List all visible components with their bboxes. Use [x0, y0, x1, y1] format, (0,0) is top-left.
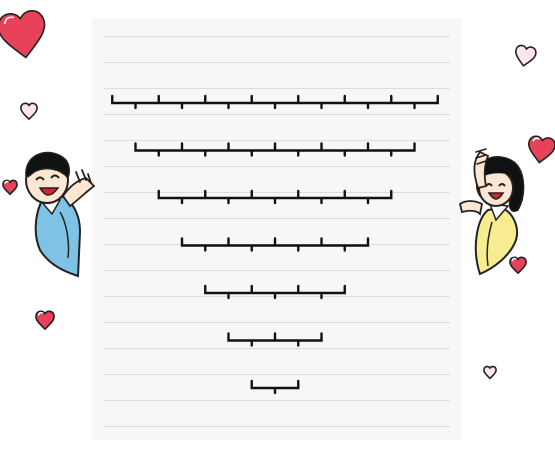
answer-row [157, 189, 393, 205]
heart-icon [2, 179, 18, 196]
heart-icon [527, 135, 555, 164]
ruled-line [104, 140, 450, 141]
boy-waving-icon [25, 151, 96, 278]
answer-row [250, 379, 300, 395]
answer-row [134, 142, 416, 157]
ruled-line [104, 426, 450, 427]
ruled-line [104, 270, 450, 271]
heart-icon [20, 102, 38, 121]
ruled-line [104, 322, 450, 323]
heart-icon [515, 44, 537, 67]
ruled-line [104, 114, 450, 115]
ruled-line [104, 62, 450, 63]
answer-row [111, 94, 439, 110]
heart-icon [483, 365, 497, 380]
ruled-line [104, 400, 450, 401]
ruled-line [104, 218, 450, 219]
answer-row [180, 237, 370, 252]
ruled-line [104, 296, 450, 297]
ruled-line [104, 192, 450, 193]
heart-icon [0, 10, 46, 59]
answer-row [204, 284, 346, 300]
ruled-line [104, 374, 450, 375]
heart-icon [509, 256, 527, 275]
ruled-line [104, 166, 450, 167]
worksheet-paper [92, 18, 462, 440]
girl-waving-icon [458, 148, 525, 276]
ruled-line [104, 348, 450, 349]
ruled-line [104, 88, 450, 89]
ruled-line [104, 36, 450, 37]
answer-row [227, 332, 323, 347]
heart-icon [35, 310, 55, 330]
